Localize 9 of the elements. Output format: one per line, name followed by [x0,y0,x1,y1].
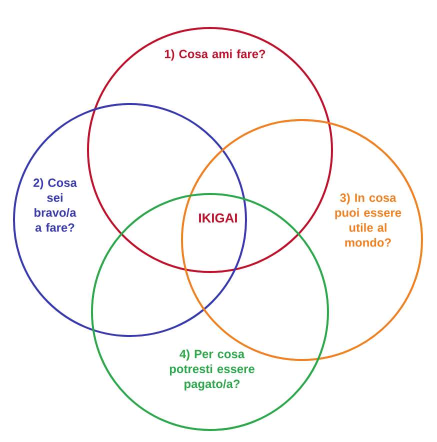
circle-label: 2) Cosa sei bravo/a a fare? [34,178,77,232]
circle [87,27,333,273]
circle-label: 4) Per cosa potresti essere pagato/a? [170,349,254,391]
circle [91,193,329,431]
circle-label: 1) Cosa ami fare? [164,49,266,61]
circle-label: 3) In cosa puoi essere utile al mondo? [335,193,402,247]
circle [181,119,423,361]
circle [13,103,247,337]
center-label: IKIGAI [199,213,237,223]
